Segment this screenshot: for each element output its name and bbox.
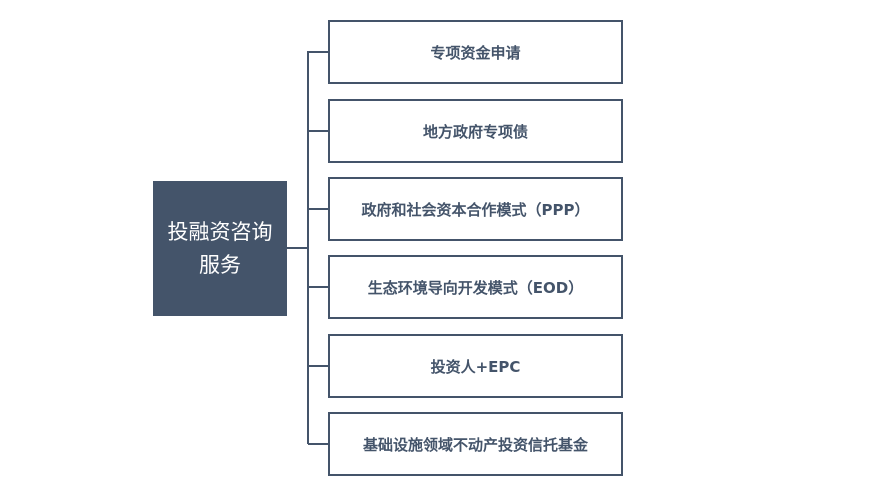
child-label: 投资人+EPC — [430, 357, 521, 376]
child-node-investor-epc: 投资人+EPC — [328, 334, 623, 398]
child-label: 专项资金申请 — [430, 43, 521, 62]
root-label: 投融资咨询 服务 — [168, 216, 273, 282]
child-node-ppp: 政府和社会资本合作模式（PPP） — [328, 177, 623, 241]
child-label: 政府和社会资本合作模式（PPP） — [361, 200, 590, 219]
child-node-reits: 基础设施领域不动产投资信托基金 — [328, 412, 623, 476]
child-label: 地方政府专项债 — [422, 122, 528, 141]
root-label-line2: 服务 — [199, 252, 241, 277]
child-label: 生态环境导向开发模式（EOD） — [367, 278, 584, 297]
child-node-special-bonds: 地方政府专项债 — [328, 99, 623, 163]
child-node-special-funds: 专项资金申请 — [328, 20, 623, 84]
child-label: 基础设施领域不动产投资信托基金 — [362, 435, 588, 454]
root-label-line1: 投融资咨询 — [167, 219, 273, 244]
root-node: 投融资咨询 服务 — [153, 181, 287, 316]
child-node-eod: 生态环境导向开发模式（EOD） — [328, 255, 623, 319]
